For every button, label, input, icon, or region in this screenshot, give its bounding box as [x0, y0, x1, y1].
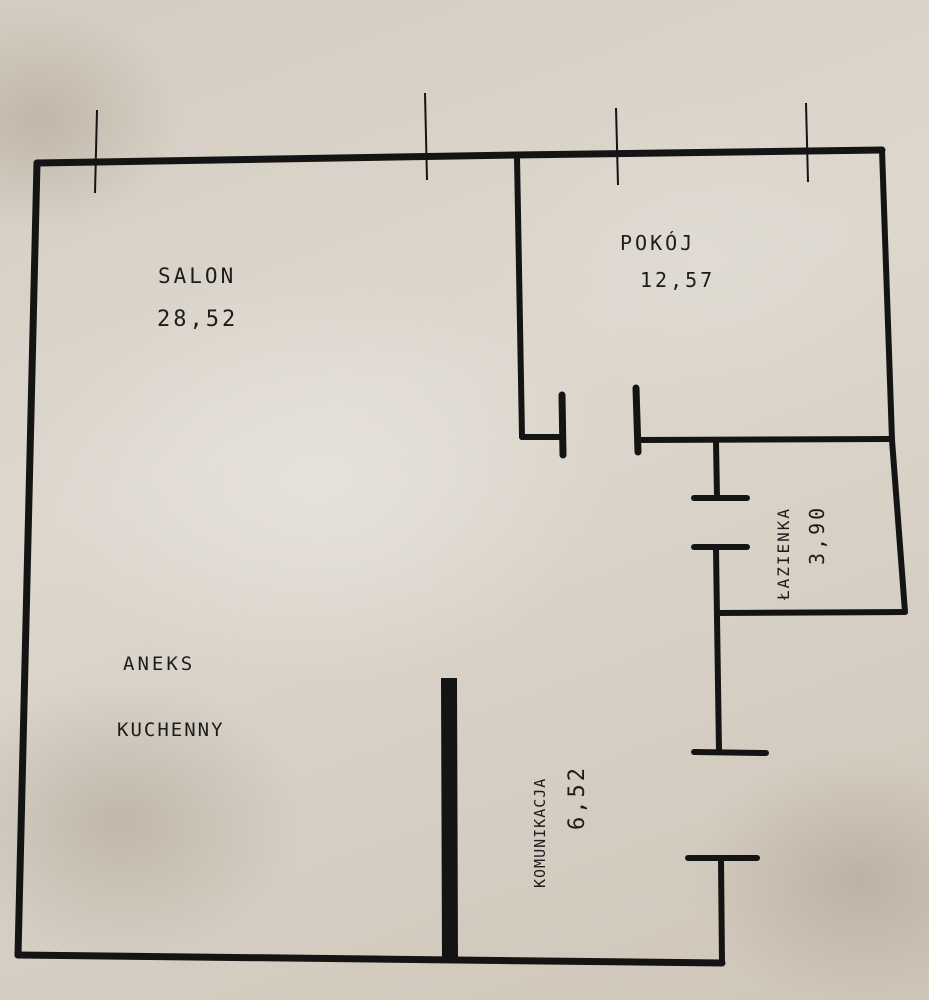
wall-right-lower: [889, 437, 908, 615]
wall-komunikacja-stub-upper: [691, 749, 769, 756]
wall-bottom: [14, 951, 726, 967]
wall-lazienka-left-lower: [713, 546, 722, 755]
pokoj-name: POKÓJ: [620, 231, 695, 255]
wall-lazienka-bottom: [716, 609, 908, 616]
aneks-line-1: ANEKS: [123, 653, 195, 675]
wall-top-right: [511, 146, 886, 159]
lazienka-name: ŁAZIENKA: [774, 507, 793, 601]
salon-name: SALON: [158, 264, 236, 288]
salon-area: 28,52: [157, 307, 238, 332]
komunikacja-name: KOMUNIKACJA: [531, 778, 549, 888]
wall-right-upper: [879, 147, 895, 443]
wall-left: [14, 159, 41, 959]
walls: [14, 146, 908, 967]
wall-pokoj-left: [514, 154, 525, 440]
dimension-ticks: [94, 92, 809, 194]
wall-komunikacja-right: [718, 857, 725, 966]
komunikacja-area: 6,52: [565, 765, 590, 830]
pokoj-area: 12,57: [640, 268, 715, 292]
wall-pokoj-bottom: [635, 436, 895, 443]
kitchen-partition-wall: [441, 677, 458, 961]
door-jamb-left: [558, 391, 567, 459]
aneks-line-2: KUCHENNY: [117, 719, 225, 741]
lazienka-area: 3,90: [805, 505, 829, 565]
tick-1: [94, 109, 98, 194]
tick-3: [615, 107, 619, 186]
tick-2: [424, 92, 428, 181]
tick-4: [805, 102, 809, 183]
wall-top-left: [33, 151, 519, 167]
wall-lazienka-left-upper: [713, 439, 720, 500]
